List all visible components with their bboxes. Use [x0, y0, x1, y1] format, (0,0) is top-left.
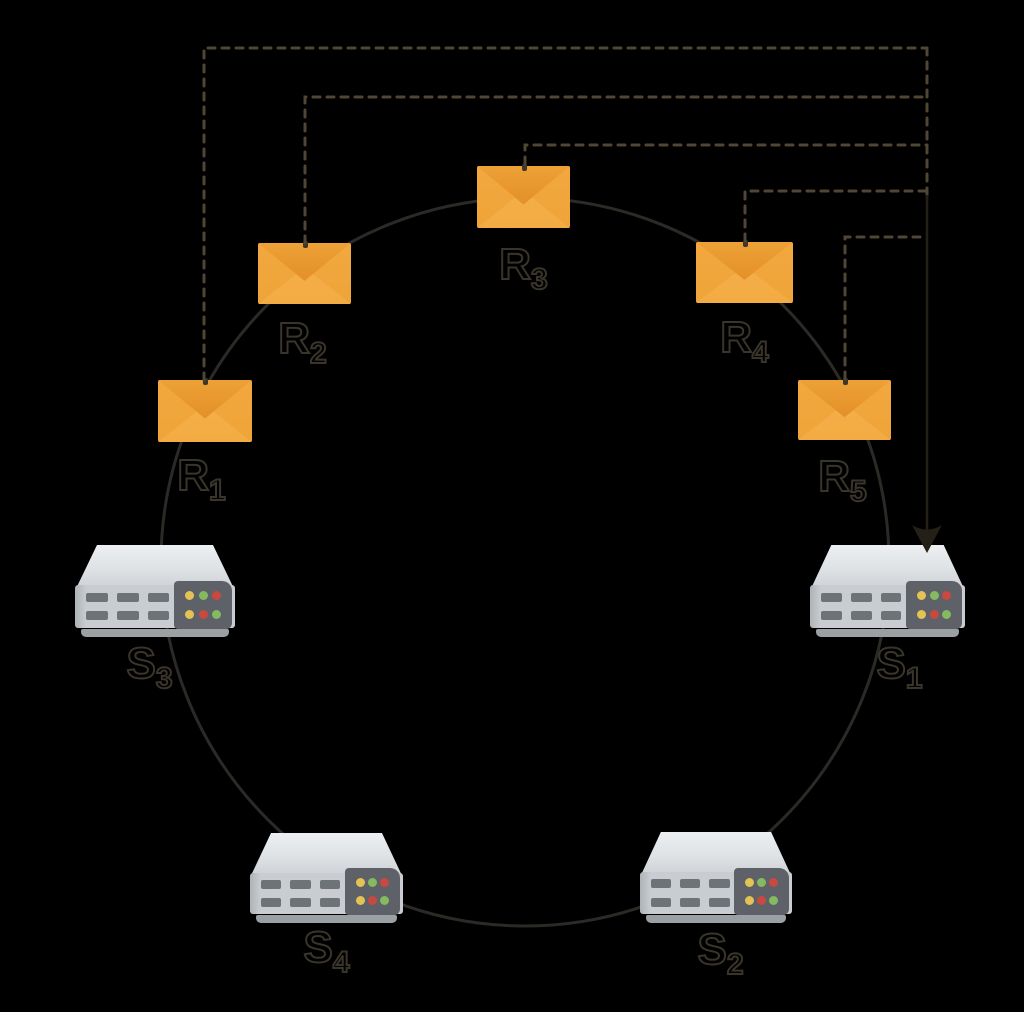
- server-front-face: [810, 581, 965, 629]
- led-yellow-icon: [355, 896, 365, 906]
- vent-slot: [880, 611, 902, 621]
- led-green-icon: [211, 609, 221, 619]
- server-led-panel: [734, 867, 789, 915]
- vent-slot: [679, 879, 701, 889]
- led-yellow-icon: [185, 591, 195, 601]
- vent-slot: [820, 592, 842, 602]
- server-led-panel: [906, 581, 962, 629]
- message-node-r3: [477, 164, 570, 228]
- envelope-connector-dot: [842, 378, 848, 385]
- led-red-icon: [757, 896, 767, 906]
- vent-slot: [709, 897, 730, 907]
- led-red-icon: [929, 609, 939, 619]
- message-node-r1: [158, 378, 252, 442]
- led-green-icon: [380, 896, 390, 906]
- led-yellow-icon: [185, 609, 195, 619]
- server-node-s4: [250, 833, 403, 923]
- vent-slot: [116, 611, 139, 621]
- led-yellow-icon: [355, 878, 365, 888]
- message-node-r4: [696, 240, 793, 303]
- led-red-icon: [211, 591, 221, 601]
- led-green-icon: [367, 878, 377, 888]
- envelope-connector-dot: [302, 241, 308, 248]
- server-label-s1: S1: [875, 639, 924, 695]
- vent-slot: [820, 611, 842, 621]
- vent-slot: [290, 897, 311, 907]
- vent-slot: [319, 879, 341, 889]
- led-yellow-icon: [916, 591, 926, 601]
- server-led-panel: [174, 581, 232, 629]
- vent-slot: [116, 592, 139, 602]
- server-base: [646, 914, 786, 923]
- vent-slot: [319, 897, 341, 907]
- vent-slot: [679, 897, 701, 907]
- server-label-s3: S3: [125, 639, 174, 695]
- message-label-r5: R5: [817, 452, 868, 508]
- vent-slot: [260, 897, 282, 907]
- vent-slot: [709, 879, 730, 889]
- message-node-r2: [258, 241, 351, 304]
- server-front-face: [250, 868, 403, 915]
- led-yellow-icon: [744, 877, 754, 887]
- server-vent-slots: [820, 591, 902, 623]
- server-node-s1: [810, 545, 965, 637]
- server-vent-slots: [650, 877, 730, 909]
- server-label-s4: S4: [302, 923, 351, 979]
- server-vent-slots: [86, 591, 170, 623]
- led-green-icon: [757, 877, 767, 887]
- server-front-face: [75, 581, 235, 629]
- server-front-face: [640, 867, 792, 915]
- led-red-icon: [942, 591, 952, 601]
- led-green-icon: [929, 591, 939, 601]
- message-label-r2: R2: [277, 314, 328, 370]
- message-label-r1: R1: [176, 451, 227, 507]
- vent-slot: [147, 611, 170, 621]
- vent-slot: [86, 611, 108, 621]
- message-label-r4: R4: [719, 313, 770, 369]
- vent-slot: [650, 879, 671, 889]
- led-green-icon: [942, 609, 952, 619]
- server-base: [81, 628, 229, 637]
- server-vent-slots: [260, 878, 341, 909]
- vent-slot: [290, 879, 311, 889]
- led-red-icon: [198, 609, 208, 619]
- vent-slot: [147, 592, 170, 602]
- envelope-connector-dot: [203, 378, 208, 385]
- led-red-icon: [769, 877, 779, 887]
- message-node-r5: [798, 378, 891, 440]
- envelope-connector-dot: [521, 164, 527, 171]
- vent-slot: [260, 879, 282, 889]
- vent-slot: [880, 592, 902, 602]
- server-node-s3: [75, 545, 235, 637]
- server-label-s2: S2: [696, 925, 745, 981]
- server-led-panel: [344, 868, 400, 915]
- led-green-icon: [769, 896, 779, 906]
- vent-slot: [650, 897, 671, 907]
- vent-slot: [86, 592, 108, 602]
- led-yellow-icon: [916, 609, 926, 619]
- server-base: [816, 628, 959, 637]
- server-base: [256, 914, 397, 923]
- vent-slot: [850, 611, 872, 621]
- led-red-icon: [367, 896, 377, 906]
- message-label-r3: R3: [498, 240, 549, 296]
- server-node-s2: [640, 832, 792, 923]
- led-green-icon: [198, 591, 208, 601]
- vent-slot: [850, 592, 872, 602]
- led-yellow-icon: [744, 896, 754, 906]
- led-red-icon: [380, 878, 390, 888]
- envelope-connector-dot: [742, 240, 748, 247]
